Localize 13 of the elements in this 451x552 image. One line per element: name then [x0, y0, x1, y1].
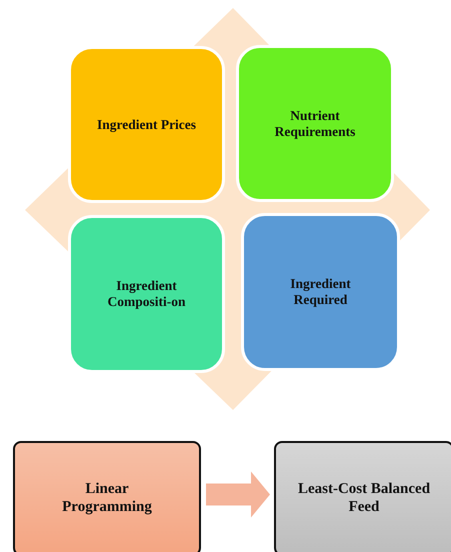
- category-box: [68, 46, 225, 203]
- node-label: Nutrient Requirements: [274, 108, 356, 140]
- node-label: Least-Cost Balanced Feed: [296, 481, 432, 516]
- node-label: Ingredient Required: [289, 276, 352, 308]
- process-box: [13, 441, 201, 552]
- block-arrow: [206, 472, 270, 518]
- node-label: Ingredient Compositi-on: [106, 278, 186, 310]
- process-box: [274, 441, 451, 552]
- node-label: Ingredient Prices: [96, 116, 196, 132]
- category-box: [236, 45, 394, 202]
- node-label: Linear Programming: [61, 481, 153, 516]
- category-box: [241, 213, 400, 371]
- category-box: [68, 215, 225, 373]
